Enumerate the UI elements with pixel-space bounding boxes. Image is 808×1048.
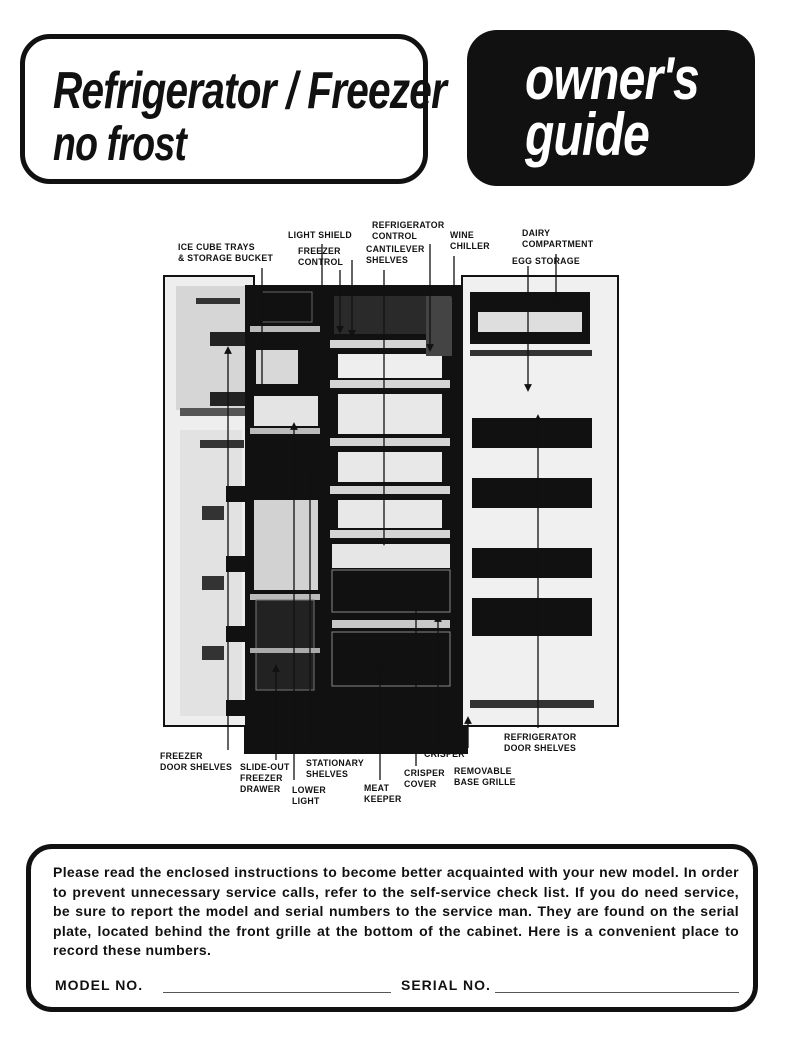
label-removable-base-grille: REMOVABLE BASE GRILLE: [454, 766, 516, 788]
title-line-1: Refrigerator / Freezer: [53, 62, 447, 120]
label-wine-chiller: WINE CHILLER: [450, 230, 490, 252]
model-no-label: MODEL NO.: [55, 977, 144, 993]
title-line-2: no frost: [53, 118, 187, 171]
label-lower-light: LOWER LIGHT: [292, 785, 326, 807]
label-slide-out-drawer: SLIDE-OUT FREEZER DRAWER: [240, 762, 290, 795]
label-crisper-cover: CRISPER COVER: [404, 768, 445, 790]
title-box: Refrigerator / Freezer no frost: [20, 34, 447, 184]
serial-no-field[interactable]: [495, 992, 739, 993]
label-ice-cube-trays: ICE CUBE TRAYS & STORAGE BUCKET: [178, 242, 274, 264]
owners-guide-box: owner's guide: [467, 30, 755, 186]
label-freezer-control: FREEZER CONTROL: [298, 246, 344, 268]
notice-text: Please read the enclosed instructions to…: [53, 864, 739, 959]
label-refrigerator-door-shelves: REFRIGERATOR DOOR SHELVES: [504, 732, 577, 754]
model-no-field[interactable]: [163, 992, 391, 993]
label-cantilever-shelves: CANTILEVER SHELVES: [366, 244, 425, 266]
refrigerator-illustration: [163, 244, 619, 780]
label-light-shield: LIGHT SHIELD: [288, 230, 353, 241]
label-egg-storage: EGG STORAGE: [512, 256, 580, 267]
label-meat-keeper: MEAT KEEPER: [364, 783, 402, 805]
label-dairy-compartment: DAIRY COMPARTMENT: [522, 228, 594, 250]
label-stationary-shelves: STATIONARY SHELVES: [306, 758, 364, 780]
label-freezer-door-shelves: FREEZER DOOR SHELVES: [160, 751, 233, 773]
service-notice-box: Please read the enclosed instructions to…: [26, 844, 758, 1012]
label-crisper: CRISPER: [424, 749, 465, 760]
label-refrigerator-control: REFRIGERATOR CONTROL: [372, 220, 445, 242]
guide-line-1: owner's: [525, 45, 700, 112]
refrigerator-diagram: ICE CUBE TRAYS & STORAGE BUCKET LIGHT SH…: [0, 200, 808, 840]
serial-no-label: SERIAL NO.: [401, 977, 491, 993]
guide-line-2: guide: [525, 101, 650, 168]
